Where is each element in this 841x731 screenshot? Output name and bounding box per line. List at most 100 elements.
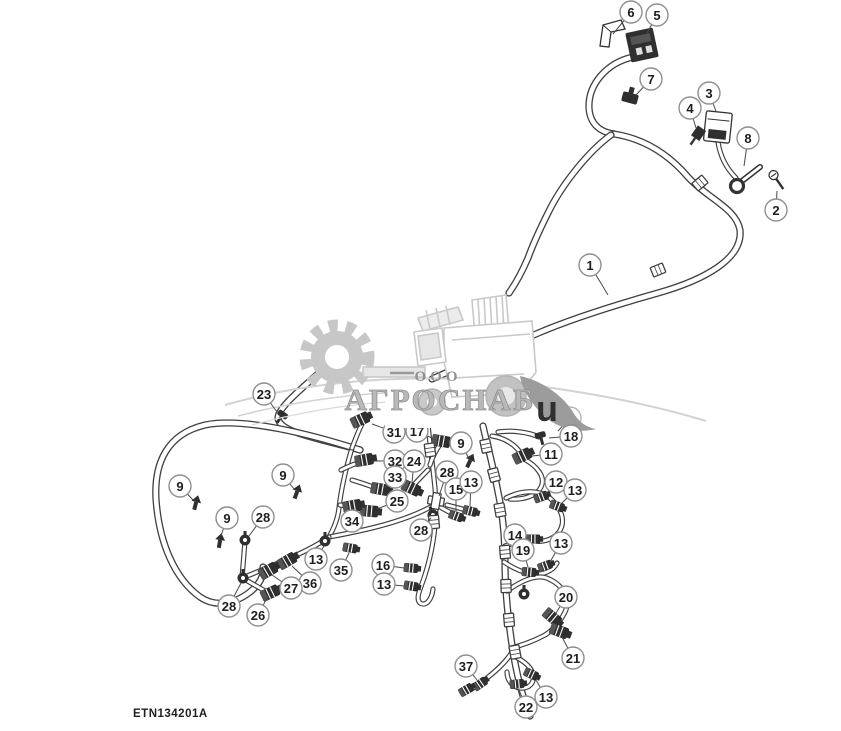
connector-part-3-icon (702, 110, 733, 144)
callout-circle (454, 654, 478, 678)
gear-icon (299, 319, 375, 395)
callout-18: 18 (548, 424, 583, 448)
callout-circle (217, 594, 241, 618)
callout-13: 13 (372, 572, 405, 596)
callout-20: 20 (554, 585, 578, 614)
callout-9: 9 (449, 431, 473, 458)
callout-9: 9 (168, 474, 194, 501)
connector-icon (536, 559, 556, 573)
callout-number: 26 (251, 608, 265, 623)
callout-9: 9 (215, 506, 239, 537)
tube-sleeve-icon (493, 502, 507, 518)
callout-number: 32 (388, 454, 402, 469)
callout-circle (372, 572, 396, 596)
connector-icon (548, 499, 568, 513)
connector-icon (509, 679, 528, 689)
clip-part-7-icon (621, 86, 639, 105)
tube-sleeve-icon (498, 544, 512, 560)
figure-code: ETN134201A (133, 708, 208, 720)
callout-circle (409, 518, 433, 542)
callout-number: 3 (705, 86, 712, 101)
callout-28: 28 (435, 460, 459, 497)
callout-9: 9 (271, 463, 295, 490)
callout-37: 37 (454, 654, 478, 681)
callout-circle (678, 96, 702, 120)
callout-circle (279, 576, 303, 600)
callout-circle (271, 463, 295, 487)
callout-number: 24 (407, 454, 422, 469)
callout-number: 25 (390, 494, 404, 509)
callout-number: 28 (414, 523, 428, 538)
connector-icon (354, 453, 378, 467)
callout-3: 3 (697, 81, 721, 112)
connector-icon (548, 622, 573, 640)
callout-number: 37 (459, 659, 473, 674)
clamp-icon (518, 585, 530, 600)
callout-5: 5 (645, 3, 669, 34)
clip-icon (465, 453, 475, 469)
callout-number: 33 (388, 470, 402, 485)
callout-circle (511, 538, 535, 562)
callout-number: 2 (772, 203, 779, 218)
connector-icon (522, 667, 542, 681)
callout-number: 18 (564, 429, 578, 444)
callout-number: 35 (334, 563, 348, 578)
callout-circle (329, 558, 353, 582)
callout-number: 28 (440, 465, 454, 480)
callout-circle (215, 506, 239, 530)
callout-28: 28 (217, 582, 242, 618)
callout-circle (736, 126, 760, 150)
tube-sleeve-icon (500, 578, 512, 594)
callout-circle (304, 547, 328, 571)
connector-icon (511, 447, 536, 465)
connector-icon (403, 580, 422, 592)
clamp-icon (239, 531, 251, 546)
callout-number: 15 (449, 482, 463, 497)
callout-number: 13 (377, 577, 391, 592)
tube-sleeve-icon (479, 438, 493, 454)
connector-icon (457, 682, 477, 698)
clamp-icon (319, 532, 331, 547)
callout-8: 8 (736, 126, 760, 167)
callout-number: 13 (568, 483, 582, 498)
callout-35: 35 (329, 552, 353, 582)
callout-number: 27 (284, 581, 298, 596)
callout-circle (534, 685, 558, 709)
connector-icons (191, 174, 709, 698)
callout-1: 1 (578, 253, 609, 296)
callout-circle (549, 531, 573, 555)
connector-icon (521, 567, 540, 577)
connector-icon (471, 675, 490, 692)
callout-19: 19 (511, 538, 535, 568)
callout-circle (383, 465, 407, 489)
callout-number: 8 (744, 131, 751, 146)
callout-11: 11 (531, 442, 563, 466)
callout-27: 27 (271, 574, 303, 600)
connector-icon (447, 509, 467, 523)
watermark-dark-swoosh (520, 376, 596, 431)
callout-34: 34 (340, 509, 364, 533)
callout-circle (619, 0, 643, 24)
callout-25: 25 (376, 489, 409, 513)
callout-circle (402, 449, 426, 473)
harvester-silhouette (362, 294, 537, 428)
callout-circle (764, 198, 788, 222)
clip-icon (292, 484, 303, 500)
callout-13: 13 (561, 478, 587, 504)
callout-circle (645, 3, 669, 27)
callout-number: 1 (586, 258, 593, 273)
callout-2: 2 (764, 190, 788, 222)
tube-sleeve-icon (487, 467, 501, 483)
tube-sleeve-icon (649, 262, 667, 278)
connector-icon (400, 479, 425, 497)
callout-circle (385, 489, 409, 513)
callout-circle (559, 424, 583, 448)
connector-icon (257, 561, 282, 581)
callout-number: 31 (387, 425, 401, 440)
callout-circle (449, 431, 473, 455)
connector-part-5-icon (625, 27, 659, 63)
callout-15: 15 (444, 477, 468, 511)
callout-number: 12 (549, 475, 563, 490)
callout-23: 23 (252, 382, 278, 413)
